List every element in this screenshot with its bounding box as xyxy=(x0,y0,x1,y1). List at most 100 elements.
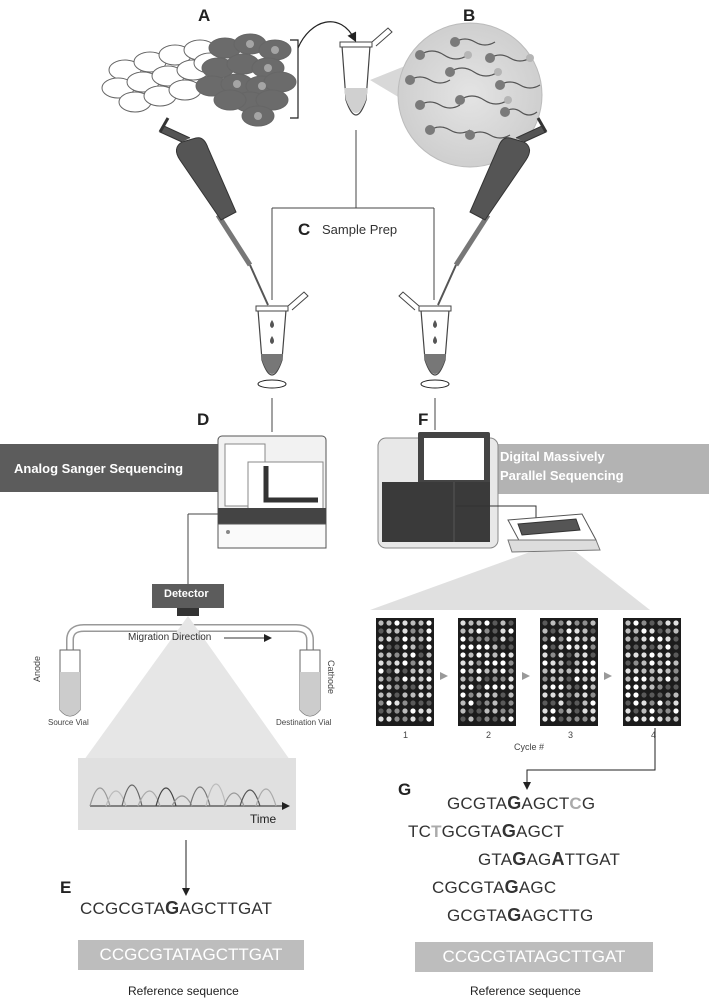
cluster-dot xyxy=(649,668,655,674)
cluster-dot xyxy=(574,620,580,626)
cluster-dot xyxy=(410,676,416,682)
cluster-dot xyxy=(386,652,392,658)
cluster-dot xyxy=(625,636,631,642)
cluster-dot xyxy=(476,676,482,682)
cluster-dot xyxy=(625,700,631,706)
cluster-dot xyxy=(582,716,588,722)
cluster-dot xyxy=(484,708,490,714)
cluster-dot xyxy=(500,716,506,722)
cluster-dot xyxy=(633,716,639,722)
cluster-dot xyxy=(625,708,631,714)
cluster-dot xyxy=(550,668,556,674)
cluster-dot xyxy=(386,620,392,626)
cluster-dot xyxy=(665,652,671,658)
cluster-dot xyxy=(665,692,671,698)
digital-band-line2: Parallel Sequencing xyxy=(500,468,624,483)
cluster-dot xyxy=(625,620,631,626)
cluster-dot xyxy=(508,684,514,690)
cluster-dot xyxy=(426,668,432,674)
cycle-arrows xyxy=(440,672,612,680)
cluster-dot xyxy=(574,708,580,714)
cluster-dot xyxy=(402,628,408,634)
cluster-dot xyxy=(468,668,474,674)
cluster-dot xyxy=(468,628,474,634)
cluster-dot xyxy=(641,700,647,706)
cluster-dot xyxy=(641,620,647,626)
cluster-dot xyxy=(590,708,596,714)
cluster-dot xyxy=(386,644,392,650)
cluster-dot xyxy=(625,652,631,658)
cluster-dot xyxy=(665,620,671,626)
read-variant: G xyxy=(507,905,522,925)
cluster-dot xyxy=(476,644,482,650)
cluster-dot xyxy=(566,652,572,658)
cluster-dot xyxy=(558,684,564,690)
cluster-dot xyxy=(582,692,588,698)
cluster-dot xyxy=(378,676,384,682)
cluster-dot xyxy=(550,716,556,722)
cluster-dot xyxy=(378,644,384,650)
cluster-dot xyxy=(566,716,572,722)
cluster-dot xyxy=(542,652,548,658)
cluster-dot xyxy=(633,684,639,690)
cluster-dot xyxy=(649,652,655,658)
cluster-dot xyxy=(410,652,416,658)
cluster-dot xyxy=(625,628,631,634)
cluster-dot xyxy=(582,660,588,666)
cluster-dot xyxy=(665,676,671,682)
cluster-dot xyxy=(566,660,572,666)
flow-cell xyxy=(370,513,650,610)
cluster-dot xyxy=(460,716,466,722)
cluster-dot xyxy=(402,700,408,706)
cluster-dot xyxy=(550,628,556,634)
cluster-dot xyxy=(673,676,679,682)
cluster-dot xyxy=(484,668,490,674)
capillary-assembly xyxy=(59,513,321,760)
cluster-dot xyxy=(633,668,639,674)
cluster-dot xyxy=(582,708,588,714)
cluster-dot xyxy=(484,700,490,706)
cluster-dot xyxy=(550,620,556,626)
cluster-dot xyxy=(673,668,679,674)
cluster-dot xyxy=(649,676,655,682)
cluster-dot xyxy=(418,684,424,690)
cluster-dot xyxy=(542,668,548,674)
cluster-dot xyxy=(558,636,564,642)
cluster-dot xyxy=(378,692,384,698)
cluster-dot xyxy=(574,628,580,634)
cluster-dot xyxy=(468,676,474,682)
panel-label-b: B xyxy=(463,6,476,25)
read-seg: AGCT xyxy=(521,794,570,813)
cluster-dot xyxy=(508,708,514,714)
cluster-dot xyxy=(476,716,482,722)
cluster-dot xyxy=(492,684,498,690)
cluster-dot xyxy=(410,668,416,674)
cluster-dot xyxy=(418,644,424,650)
cluster-dot xyxy=(542,716,548,722)
cluster-dot xyxy=(542,700,548,706)
ngs-reference-label: Reference sequence xyxy=(470,984,581,998)
cluster-dot xyxy=(657,716,663,722)
cluster-dot xyxy=(542,644,548,650)
cluster-dot xyxy=(590,676,596,682)
cluster-dot xyxy=(402,676,408,682)
read-seg: AGC xyxy=(518,878,557,897)
read-variant: G xyxy=(507,793,522,813)
cluster-dot xyxy=(500,628,506,634)
cluster-dot xyxy=(500,652,506,658)
time-axis-label: Time xyxy=(250,812,277,826)
cluster-dot xyxy=(378,700,384,706)
cluster-dot xyxy=(665,644,671,650)
cluster-dot xyxy=(402,708,408,714)
cluster-dot xyxy=(418,628,424,634)
cluster-dot xyxy=(394,628,400,634)
cluster-dot xyxy=(542,692,548,698)
cluster-dot xyxy=(386,700,392,706)
cluster-dot xyxy=(574,652,580,658)
cluster-dot xyxy=(386,684,392,690)
cluster-dot xyxy=(386,668,392,674)
cluster-dot xyxy=(418,700,424,706)
cluster-dot xyxy=(590,620,596,626)
cluster-dot xyxy=(378,668,384,674)
cluster-dot xyxy=(460,652,466,658)
